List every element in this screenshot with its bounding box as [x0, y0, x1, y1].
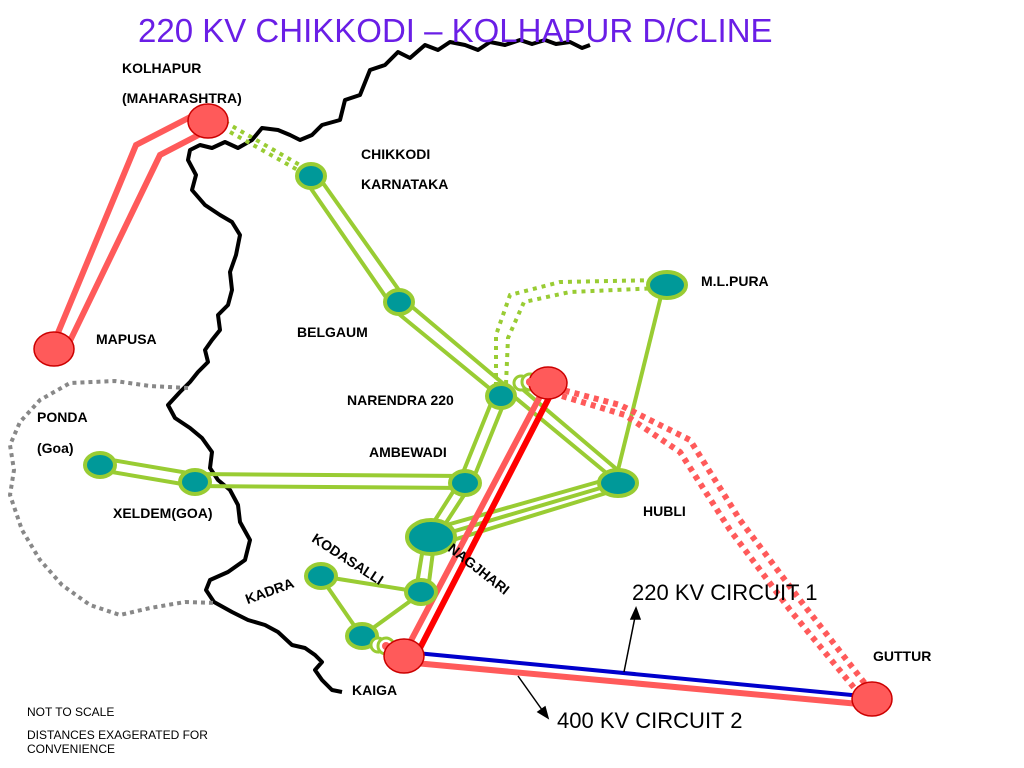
- circuit2-red: [415, 386, 557, 654]
- node-narendra-400: [528, 366, 568, 400]
- label-hubli: HUBLI: [643, 503, 686, 519]
- narendra-mlpura-dotted: [494, 278, 661, 386]
- red-nodes: [33, 103, 893, 717]
- node-narendra: [485, 382, 517, 410]
- node-kolhapur: [187, 103, 229, 139]
- node-guttur: [851, 681, 893, 717]
- kaiga-guttur-red: [403, 659, 871, 708]
- note-scale: NOT TO SCALE: [27, 705, 115, 719]
- label-kolhapur: KOLHAPUR: [122, 60, 202, 76]
- kolhapur-mapusa-line: [52, 109, 214, 347]
- note-distances: DISTANCES EXAGERATED FOR CONVENIENCE: [27, 728, 208, 756]
- node-belgaum: [383, 288, 415, 316]
- node-hubli: [597, 468, 639, 498]
- node-mapusa: [33, 331, 75, 367]
- node-kadra: [304, 562, 338, 590]
- label-karnataka: KARNATAKA: [361, 176, 449, 192]
- label-belgaum: BELGAUM: [297, 324, 368, 340]
- kaiga-guttur-blue: [405, 650, 863, 698]
- page-title: 220 KV CHIKKODI – KOLHAPUR D/CLINE: [138, 12, 773, 49]
- label-xeldem: XELDEM(GOA): [113, 505, 213, 521]
- label-maharashtra: (MAHARASHTRA): [122, 90, 242, 106]
- label-ambewadi: AMBEWADI: [369, 444, 447, 460]
- node-nagjhari: [405, 518, 457, 556]
- label-chikkodi: CHIKKODI: [361, 146, 431, 162]
- node-ponda: [83, 451, 117, 479]
- label-ponda: PONDA: [37, 409, 88, 425]
- label-ml-pura: M.L.PURA: [701, 273, 769, 289]
- state-boundary: [166, 38, 591, 694]
- node-ambewadi: [448, 469, 482, 497]
- label-mapusa: MAPUSA: [96, 331, 157, 347]
- node-xeldem: [178, 468, 212, 496]
- node-ml-pura: [646, 270, 688, 300]
- circuit2-pink: [403, 383, 549, 652]
- legend-arrows: [517, 606, 642, 720]
- narendra-guttur-dotted: [554, 385, 873, 697]
- legend-circuit1: 220 KV CIRCUIT 1: [632, 580, 818, 605]
- label-guttur: GUTTUR: [873, 648, 932, 664]
- node-chikkodi: [295, 162, 327, 190]
- node-kaiga: [383, 638, 425, 674]
- node-kaiga-green: [345, 622, 379, 650]
- label-goa: (Goa): [37, 440, 74, 456]
- node-kodasalli: [404, 578, 438, 606]
- kolhapur-chikkodi-dotted: [224, 120, 313, 180]
- label-kaiga: KAIGA: [352, 682, 398, 698]
- goa-boundary: [7, 378, 216, 618]
- teal-nodes: [83, 162, 688, 650]
- legend-circuit2: 400 KV CIRCUIT 2: [557, 708, 743, 733]
- label-narendra: NARENDRA 220: [347, 392, 454, 408]
